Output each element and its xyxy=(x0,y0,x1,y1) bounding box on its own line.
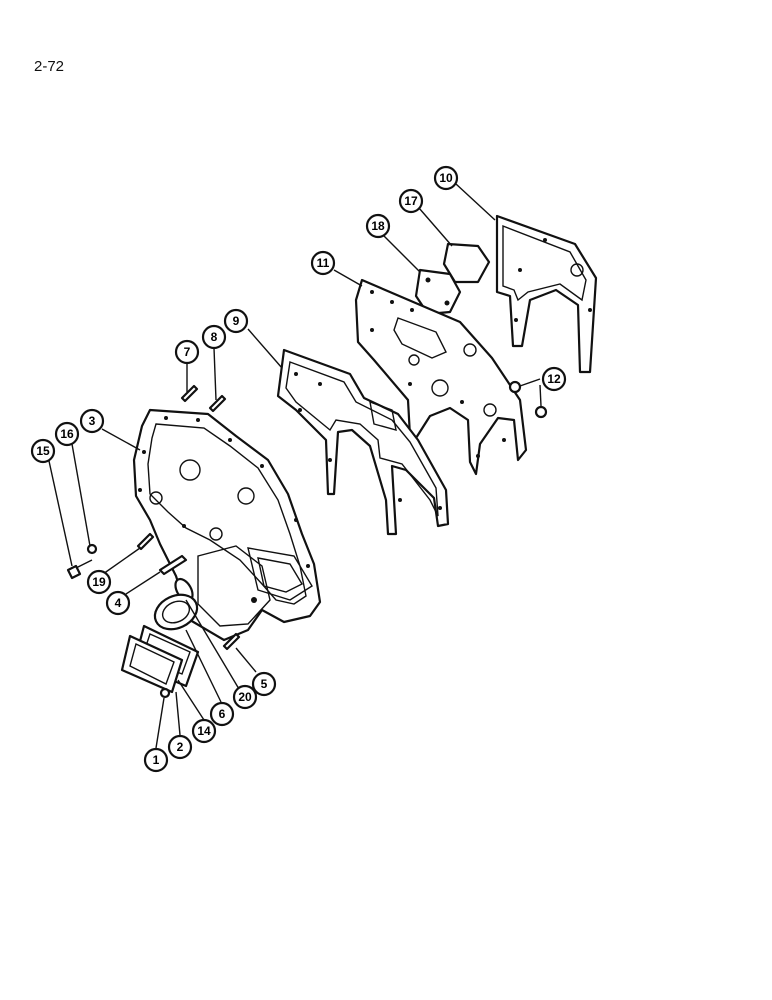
part-15-bolt xyxy=(66,559,93,580)
svg-text:11: 11 xyxy=(317,256,330,270)
part-19-pin xyxy=(136,532,155,551)
svg-text:18: 18 xyxy=(371,219,385,233)
part-11-front-plate xyxy=(354,278,528,476)
callout-12: 12 xyxy=(541,366,567,392)
callout-5: 5 xyxy=(251,671,277,697)
page-number: 2-72 xyxy=(34,58,65,75)
svg-text:7: 7 xyxy=(184,345,191,359)
svg-text:16: 16 xyxy=(60,427,74,441)
part-8-dowel-pin xyxy=(208,394,227,413)
svg-text:9: 9 xyxy=(233,314,240,328)
part-9-gasket xyxy=(276,348,450,536)
callout-20: 20 xyxy=(232,684,258,710)
callout-6: 6 xyxy=(209,701,235,727)
part-17-cover-plate xyxy=(442,242,491,284)
svg-text:14: 14 xyxy=(197,724,211,738)
svg-text:4: 4 xyxy=(115,596,122,610)
svg-text:2: 2 xyxy=(177,740,184,754)
part-6-oil-seal xyxy=(153,593,199,631)
part-5-spring xyxy=(222,632,241,651)
part-10-gasket xyxy=(495,214,598,374)
part-18-gasket xyxy=(414,268,462,316)
callout-3: 3 xyxy=(79,408,105,434)
part-2-cover-plate xyxy=(120,634,184,694)
callout-11: 11 xyxy=(310,250,336,276)
callout-9: 9 xyxy=(223,308,249,334)
part-7-dowel-pin xyxy=(180,384,199,403)
callout-1: 1 xyxy=(143,747,169,773)
callout-7: 7 xyxy=(174,339,200,365)
callout-10: 10 xyxy=(433,165,459,191)
svg-text:3: 3 xyxy=(89,414,96,428)
callout-19: 19 xyxy=(86,569,112,595)
svg-text:10: 10 xyxy=(439,171,453,185)
svg-text:19: 19 xyxy=(92,575,106,589)
callout-4: 4 xyxy=(105,590,131,616)
callout-15: 15 xyxy=(30,438,56,464)
svg-text:20: 20 xyxy=(238,690,252,704)
callout-17: 17 xyxy=(398,188,424,214)
part-1-plug xyxy=(159,687,171,699)
svg-text:8: 8 xyxy=(211,330,218,344)
svg-text:12: 12 xyxy=(547,372,561,386)
part-4-dowel xyxy=(158,554,188,576)
svg-text:15: 15 xyxy=(36,444,50,458)
svg-text:1: 1 xyxy=(153,753,160,767)
svg-text:6: 6 xyxy=(219,707,226,721)
callout-8: 8 xyxy=(201,324,227,350)
part-16-washer xyxy=(86,543,98,555)
callout-2: 2 xyxy=(167,734,193,760)
callout-18: 18 xyxy=(365,213,391,239)
callouts: 1 2 3 4 5 6 7 8 9 10 11 12 14 15 16 17 1… xyxy=(30,165,567,773)
part-12-plugs xyxy=(508,380,548,419)
svg-text:17: 17 xyxy=(404,194,418,208)
svg-text:5: 5 xyxy=(261,677,268,691)
callout-14: 14 xyxy=(191,718,217,744)
callout-16: 16 xyxy=(54,421,80,447)
leader-lines xyxy=(48,183,542,749)
